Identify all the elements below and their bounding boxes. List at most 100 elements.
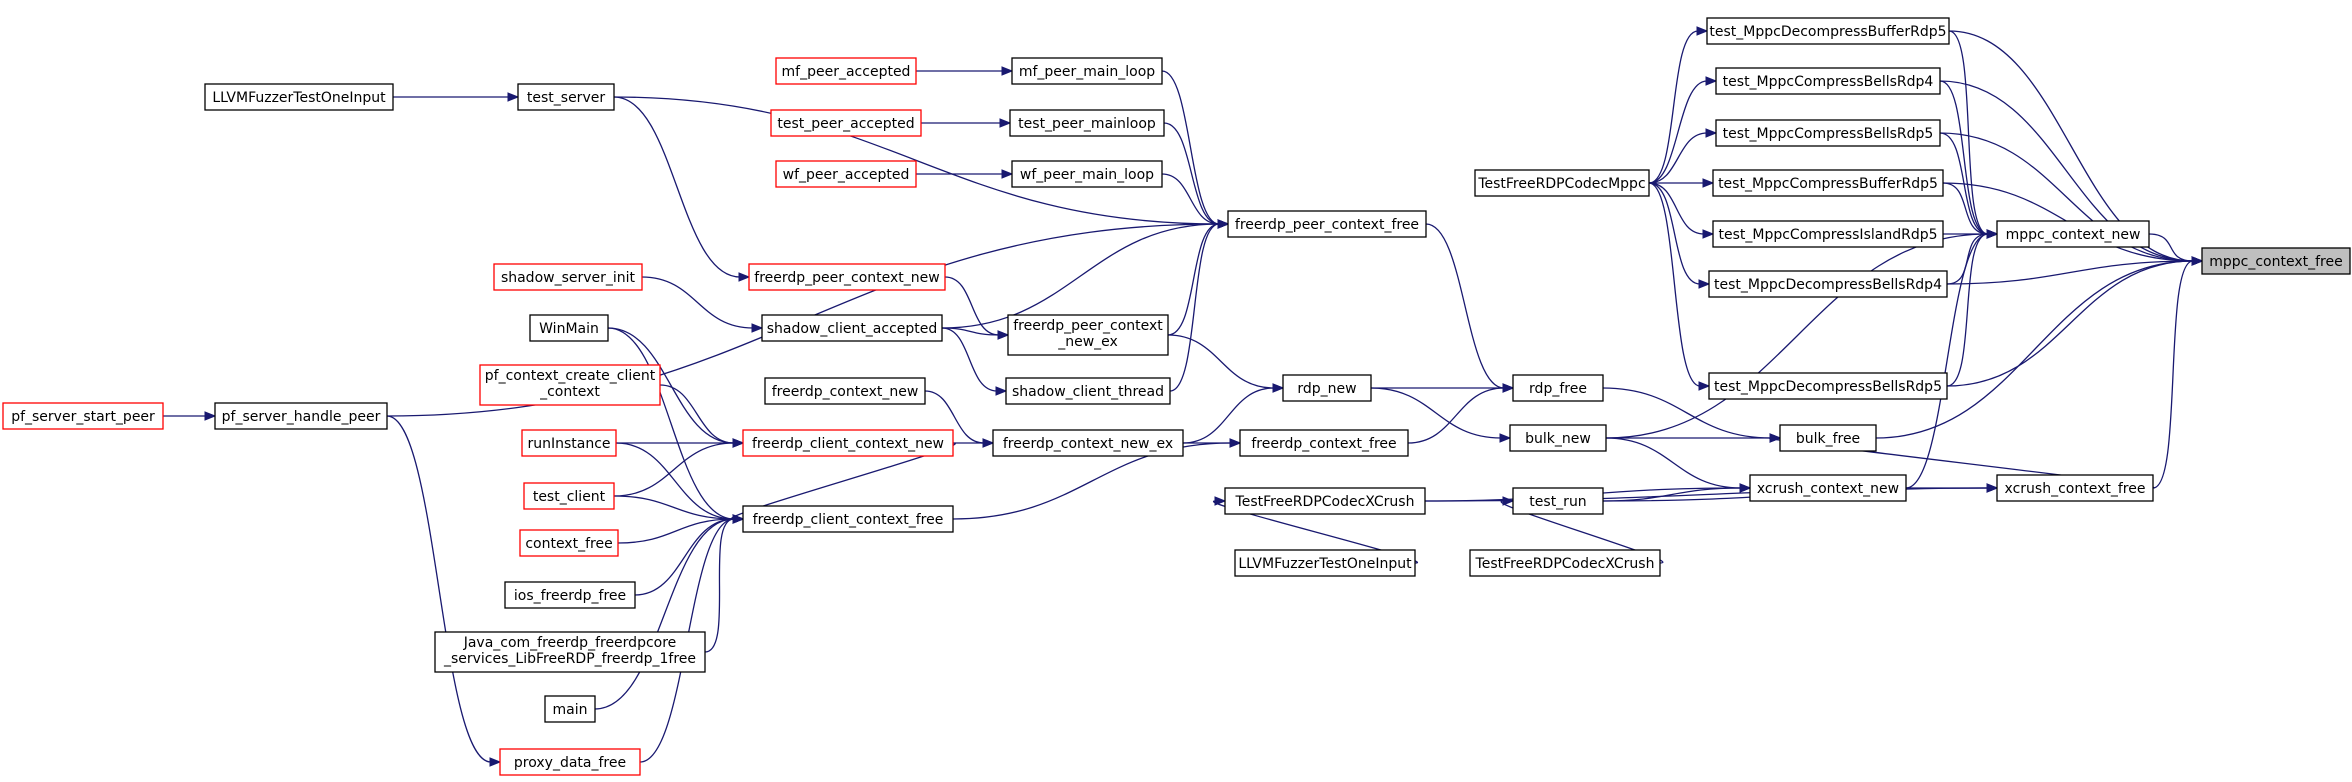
node-main[interactable]: main: [544, 695, 596, 723]
edge-line: [615, 442, 735, 520]
edge-line: [1167, 334, 1275, 389]
edge-arrowhead: [1696, 26, 1709, 36]
edge-rdp_new-to-rdp_free: [1370, 383, 1515, 393]
node-xcrush-context-new[interactable]: xcrush_context_new: [1749, 474, 1907, 502]
node-test-MppcDecompressBellsRdp4[interactable]: test_MppcDecompressBellsRdp4: [1708, 270, 1948, 298]
node-freerdp-peer-context-new-ex[interactable]: freerdp_peer_context_new_ex: [1007, 314, 1169, 356]
node-label: freerdp_client_context_new: [752, 436, 944, 452]
node-wf-peer-main-loop[interactable]: wf_peer_main_loop: [1011, 160, 1163, 188]
node-pf-context-create-client-context[interactable]: pf_context_create_client_context: [479, 364, 661, 406]
node-WinMain[interactable]: WinMain: [529, 314, 609, 342]
node-label: Java_com_freerdp_freerdpcore: [463, 635, 677, 651]
node-rdp-new[interactable]: rdp_new: [1282, 374, 1372, 402]
edge-line: [1948, 30, 1989, 235]
node-box: [775, 160, 917, 188]
node-box: [1469, 549, 1661, 577]
node-shadow-client-accepted[interactable]: shadow_client_accepted: [761, 314, 943, 342]
node-mf-peer-accepted[interactable]: mf_peer_accepted: [775, 57, 917, 85]
node-test-MppcCompressBufferRdp5[interactable]: test_MppcCompressBufferRdp5: [1712, 169, 1944, 197]
node-label: TestFreeRDPCodecXCrush: [1475, 556, 1655, 572]
node-box: [1007, 314, 1169, 356]
node-mf-peer-main-loop[interactable]: mf_peer_main_loop: [1011, 57, 1163, 85]
node-label: shadow_server_init: [501, 270, 636, 286]
node-test-MppcCompressBellsRdp4[interactable]: test_MppcCompressBellsRdp4: [1715, 67, 1941, 95]
node-freerdp-context-new[interactable]: freerdp_context_new: [764, 377, 926, 405]
node-shadow-server-init[interactable]: shadow_server_init: [493, 263, 643, 291]
node-box: [2, 402, 164, 430]
node-box: [1011, 160, 1163, 188]
node-freerdp-peer-context-new[interactable]: freerdp_peer_context_new: [748, 263, 946, 291]
node-proxy-data-free[interactable]: proxy_data_free: [499, 748, 641, 776]
edge-line: [1939, 132, 2194, 262]
node-box: [1005, 377, 1171, 405]
node-test-MppcCompressBellsRdp5[interactable]: test_MppcCompressBellsRdp5: [1715, 119, 1941, 147]
node-ios-freerdp-free[interactable]: ios_freerdp_free: [504, 581, 636, 609]
node-box: [1996, 220, 2150, 248]
node-freerdp-peer-context-free[interactable]: freerdp_peer_context_free: [1227, 210, 1427, 238]
node-shadow-client-thread[interactable]: shadow_client_thread: [1005, 377, 1171, 405]
node-box: [529, 314, 609, 342]
edge-line: [613, 495, 735, 520]
node-TestFreeRDPCodecXCrush[interactable]: TestFreeRDPCodecXCrush: [1224, 487, 1426, 515]
edge-line: [641, 276, 754, 329]
edge-TestFreeRDPCodecMppc-to-test_MppcDecompressBufferRdp5: [1648, 26, 1709, 184]
node-freerdp-client-context-free[interactable]: freerdp_client_context_free: [742, 505, 954, 533]
edge-test_peer_accepted-to-test_peer_mainloop: [920, 118, 1012, 128]
node-Java-free[interactable]: Java_com_freerdp_freerdpcore_services_Li…: [434, 631, 706, 673]
node-context-free[interactable]: context_free: [519, 529, 619, 557]
node-freerdp-client-context-new[interactable]: freerdp_client_context_new: [742, 429, 954, 457]
edge-shadow_client_accepted-to-shadow_client_thread: [941, 327, 1008, 396]
node-box: [775, 57, 917, 85]
node-test-client[interactable]: test_client: [523, 482, 615, 510]
edge-test_MppcCompressBellsRdp5-to-mppc_context_new: [1939, 132, 1999, 239]
node-TestFreeRDPCodecMppc[interactable]: TestFreeRDPCodecMppc: [1474, 169, 1650, 197]
edge-freerdp_context_new_ex-to-rdp_new: [1182, 383, 1285, 444]
edge-line: [1946, 260, 2194, 387]
node-wf-peer-accepted[interactable]: wf_peer_accepted: [775, 160, 917, 188]
node-LLVMFuzzerTestOneInput-b[interactable]: LLVMFuzzerTestOneInput: [1234, 549, 1416, 577]
node-runInstance[interactable]: runInstance: [521, 429, 617, 457]
node-test-MppcDecompressBufferRdp5[interactable]: test_MppcDecompressBufferRdp5: [1706, 17, 1950, 45]
node-test-peer-accepted[interactable]: test_peer_accepted: [770, 109, 922, 137]
node-box: [1749, 474, 1907, 502]
node-box: [1708, 372, 1948, 400]
node-test-server[interactable]: test_server: [517, 83, 615, 111]
node-box: [493, 263, 643, 291]
edge-line: [1167, 223, 1220, 336]
node-label: main: [553, 702, 588, 718]
edge-arrowhead: [507, 92, 520, 102]
node-test-run[interactable]: test_run: [1512, 487, 1604, 515]
node-box: [1512, 487, 1604, 515]
edge-line: [2148, 233, 2194, 262]
node-label: xcrush_context_free: [2005, 481, 2146, 497]
node-rdp-free[interactable]: rdp_free: [1512, 374, 1604, 402]
edge-TestFreeRDPCodecMppc-to-test_MppcCompressIslandRdp5: [1648, 182, 1715, 239]
node-box: [748, 263, 946, 291]
node-mppc-context-new[interactable]: mppc_context_new: [1996, 220, 2150, 248]
node-freerdp-context-free[interactable]: freerdp_context_free: [1239, 429, 1409, 457]
node-test-peer-mainloop[interactable]: test_peer_mainloop: [1009, 109, 1165, 137]
edge-line: [607, 327, 735, 444]
edge-arrowhead: [751, 323, 764, 333]
node-bulk-new[interactable]: bulk_new: [1509, 424, 1607, 452]
node-mppc-context-free[interactable]: mppc_context_free: [2201, 247, 2351, 275]
node-label: _context: [539, 384, 600, 400]
edge-line: [1602, 387, 1772, 439]
node-test-MppcDecompressBellsRdp5[interactable]: test_MppcDecompressBellsRdp5: [1708, 372, 1948, 400]
node-test-MppcCompressIslandRdp5[interactable]: test_MppcCompressIslandRdp5: [1712, 220, 1944, 248]
edge-mf_peer_main_loop-to-freerdp_peer_context_free: [1161, 70, 1230, 229]
node-pf-server-handle-peer[interactable]: pf_server_handle_peer: [214, 402, 388, 430]
node-LLVMFuzzerTestOneInput-a[interactable]: LLVMFuzzerTestOneInput: [204, 83, 394, 111]
node-freerdp-context-new-ex[interactable]: freerdp_context_new_ex: [992, 429, 1184, 457]
node-xcrush-context-free[interactable]: xcrush_context_free: [1996, 474, 2154, 502]
edge-TestFreeRDPCodecMppc-to-test_MppcCompressBellsRdp4: [1648, 76, 1718, 184]
node-pf-server-start-peer[interactable]: pf_server_start_peer: [2, 402, 164, 430]
edge-arrowhead: [204, 411, 217, 421]
node-box: [1509, 424, 1607, 452]
node-TestFreeRDPCodecXCrush-main[interactable]: TestFreeRDPCodecXCrush: [1469, 549, 1661, 577]
edge-runInstance-to-freerdp_client_context_free: [615, 442, 745, 524]
edge-line: [1163, 122, 1220, 225]
node-box: [761, 314, 943, 342]
node-bulk-free[interactable]: bulk_free: [1779, 424, 1877, 452]
node-label: freerdp_client_context_free: [753, 512, 944, 528]
